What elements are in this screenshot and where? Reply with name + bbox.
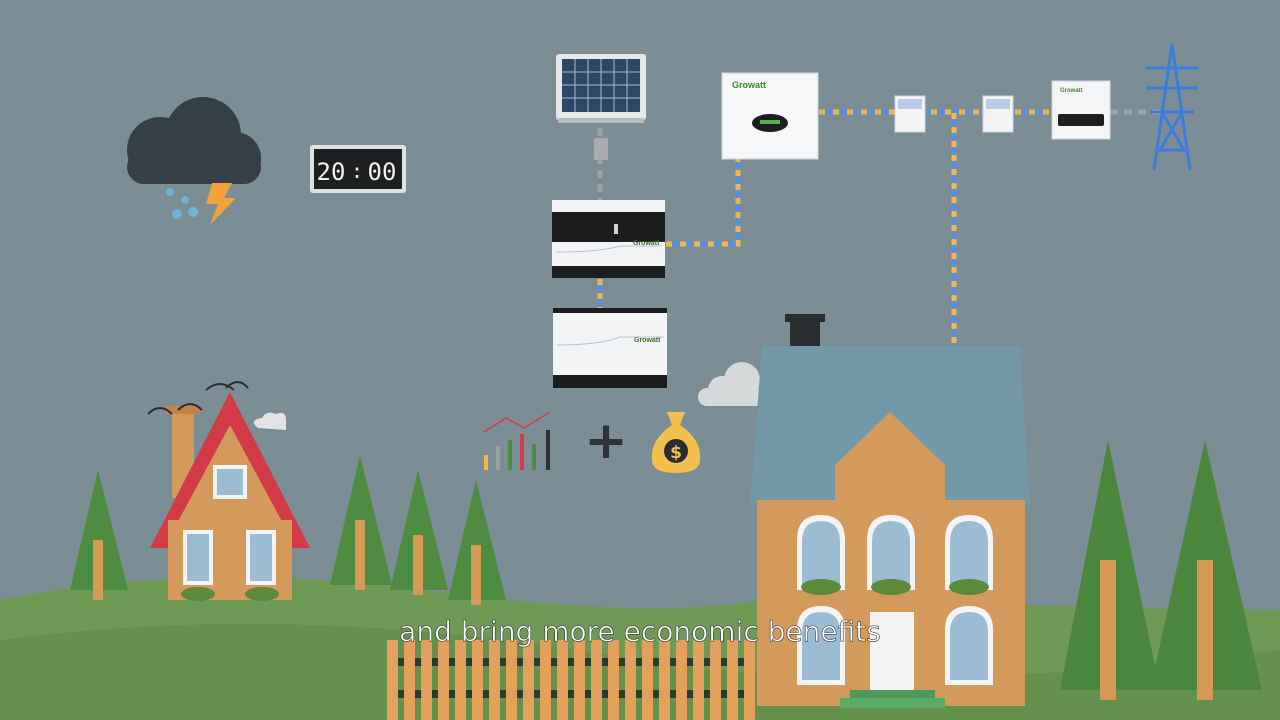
battery-bottom-brand: Growatt [634,337,661,344]
solar-panel-icon [556,54,646,160]
money-bag-icon: $ [651,412,701,473]
inverter-brand: Growatt [732,80,766,90]
fence [387,640,755,720]
smart-meter-icon: Growatt [1051,80,1111,140]
tree-left-3 [390,470,448,595]
clock-hours: 20 [317,158,346,186]
clock-minutes: 00 [368,158,397,186]
small-house [147,381,310,601]
big-house [750,314,1030,708]
tree-left-1 [70,470,128,600]
tree-left-2 [330,455,392,590]
cloud-small [698,362,768,406]
meter-2-icon [982,95,1014,133]
battery-module-bottom: Growatt [553,308,667,388]
meter-1-icon [894,95,926,133]
tree-right-1 [1060,440,1160,700]
clock-separator: : [351,159,363,183]
money-symbol: $ [670,443,682,463]
smart-meter-brand: Growatt [1060,88,1083,94]
battery-top-brand: Growatt [633,240,660,247]
power-pylon-icon [1146,43,1198,171]
inverter-icon: Growatt [721,72,819,160]
plus-sign: + [584,411,628,471]
tree-left-4 [448,480,506,605]
storm-cloud-icon [127,97,261,225]
tree-right-2 [1150,440,1262,700]
time-display: 20 : 00 [310,145,406,193]
growth-chart-icon [483,411,551,470]
battery-module-top: Growatt [552,200,665,278]
subtitle-caption: and bring more economic benefits [399,615,881,648]
